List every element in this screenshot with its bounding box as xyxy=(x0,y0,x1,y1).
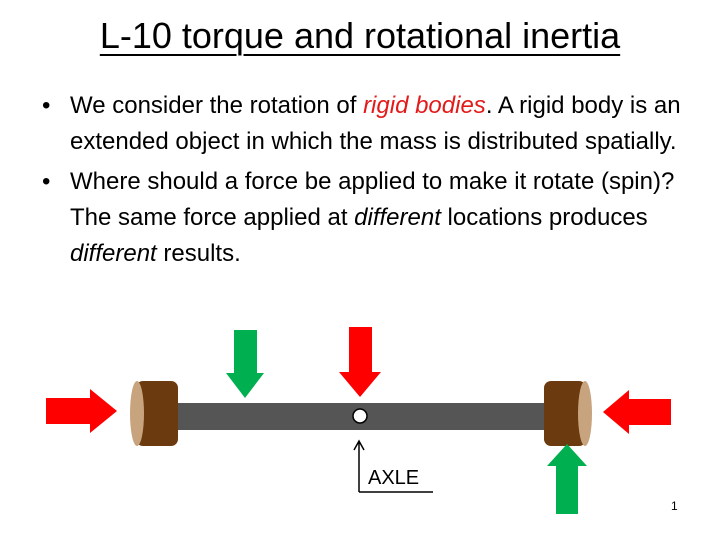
bullet-marker: • xyxy=(42,92,51,119)
bullet-text: results. xyxy=(156,240,241,267)
red-arrow-left-icon xyxy=(603,390,671,434)
bullet-list: • We consider the rotation of rigid bodi… xyxy=(36,88,686,276)
bullet-item: • We consider the rotation of rigid bodi… xyxy=(36,88,686,160)
page-number: 1 xyxy=(671,499,678,513)
bullet-text: . A rigid body is an extended object in … xyxy=(70,92,681,155)
italic-text: different xyxy=(354,204,441,231)
axle-pointer-icon xyxy=(353,439,365,492)
left-wheel xyxy=(130,381,178,446)
green-arrow-down-icon xyxy=(226,330,264,398)
italic-text: different xyxy=(70,240,157,267)
highlight-text: rigid bodies xyxy=(363,92,486,119)
red-arrow-right-icon xyxy=(46,389,117,433)
bullet-item: • Where should a force be applied to mak… xyxy=(36,164,686,272)
bullet-text: Where should a force be applied to make … xyxy=(70,168,675,231)
bullet-marker: • xyxy=(42,168,51,195)
right-wheel xyxy=(544,381,592,446)
axle-point xyxy=(352,408,368,424)
bullet-text: We consider the rotation of xyxy=(70,92,364,119)
green-arrow-up-icon xyxy=(547,444,587,514)
slide-title: L-10 torque and rotational inertia xyxy=(99,15,621,56)
axle-label: AXLE xyxy=(368,467,420,489)
bullet-text: locations produces xyxy=(440,204,648,231)
red-arrow-down-icon xyxy=(339,327,381,397)
